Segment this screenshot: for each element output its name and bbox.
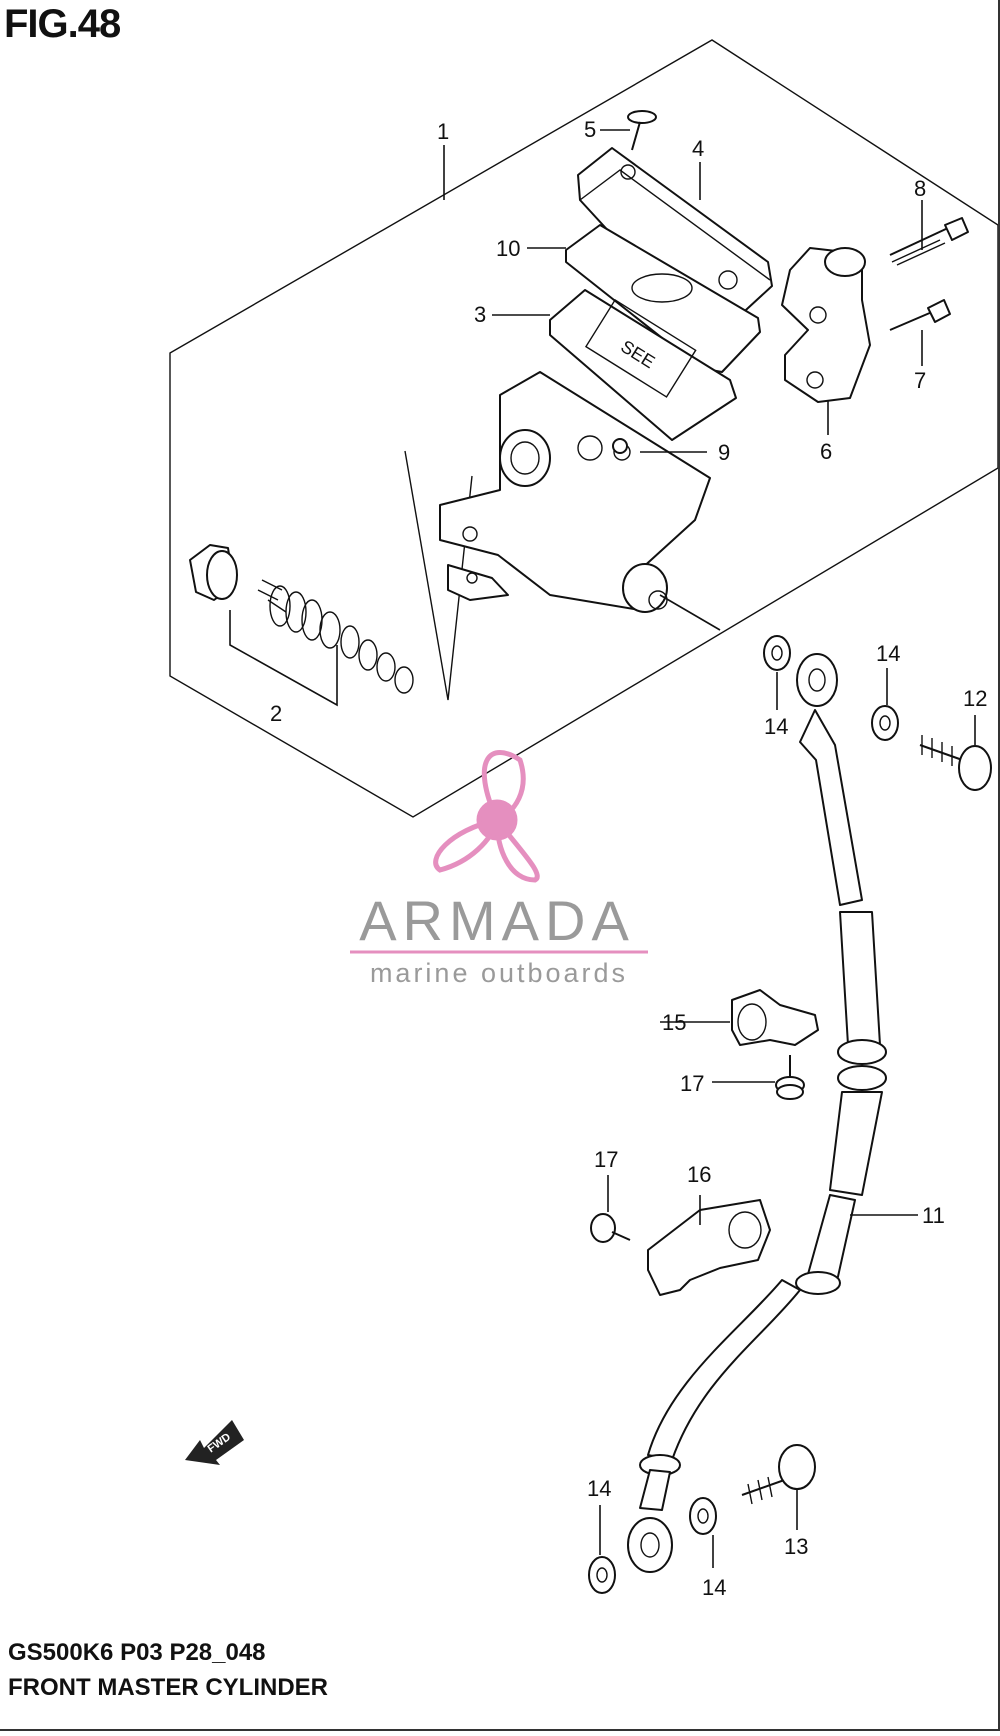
reservoir-cap xyxy=(577,147,773,321)
callout-12: 12 xyxy=(963,686,987,711)
watermark-brand: ARMADA xyxy=(359,889,635,952)
callout-14-upper-right: 14 xyxy=(876,641,900,666)
callout-11: 11 xyxy=(922,1203,945,1228)
callout-14-lower-left: 14 xyxy=(587,1476,611,1501)
screw-5 xyxy=(627,110,657,151)
forward-arrow: FWD xyxy=(185,1420,244,1465)
callout-14-upper-left: 14 xyxy=(764,714,788,739)
brake-hose-middle xyxy=(829,911,887,1196)
washer-14-upper-left xyxy=(763,635,791,671)
bolt-7 xyxy=(889,299,951,331)
leader-lines xyxy=(443,129,976,1568)
callout-2: 2 xyxy=(270,701,282,726)
piston-set xyxy=(189,544,414,707)
watermark: ARMADA marine outboards xyxy=(350,750,648,988)
callout-1: 1 xyxy=(437,119,449,144)
callout-17-lower: 17 xyxy=(594,1147,618,1172)
diaphragm: SEE xyxy=(549,289,737,441)
bolt-17-upper xyxy=(775,1055,805,1100)
callout-13: 13 xyxy=(784,1534,808,1559)
banjo-bolt-12 xyxy=(919,735,992,791)
clip-9 xyxy=(612,438,628,454)
watermark-propeller-icon xyxy=(433,750,540,883)
washer-14-lower-right xyxy=(689,1497,717,1535)
callout-17-upper: 17 xyxy=(680,1071,704,1096)
brake-hose-upper xyxy=(796,653,863,906)
figure-code: GS500K6 P03 P28_048 xyxy=(8,1639,266,1666)
figure-title: FIG.48 xyxy=(4,2,121,46)
callout-15: 15 xyxy=(662,1010,686,1035)
callout-16: 16 xyxy=(687,1162,711,1187)
diaphragm-plate xyxy=(565,224,761,373)
callout-3: 3 xyxy=(474,302,486,327)
washer-14-upper-right xyxy=(871,705,899,741)
brake-hose-lower xyxy=(627,1194,856,1573)
banjo-bolt-13 xyxy=(741,1444,816,1505)
watermark-tagline: marine outboards xyxy=(370,958,628,988)
hose-clamp-15 xyxy=(731,989,819,1046)
callout-5: 5 xyxy=(584,117,596,142)
bottom-border xyxy=(0,1729,1000,1731)
callouts: 1 2 3 4 5 6 7 8 9 10 11 12 13 14 14 14 1… xyxy=(270,117,987,1600)
master-cylinder-body xyxy=(439,371,711,613)
right-border xyxy=(998,0,1000,1731)
callout-10: 10 xyxy=(496,236,520,261)
bolt-17-lower xyxy=(590,1213,631,1243)
bracket-16 xyxy=(647,1199,771,1296)
handlebar-clamp xyxy=(781,247,871,403)
callout-4: 4 xyxy=(692,136,704,161)
callout-6: 6 xyxy=(820,439,832,464)
subframe-outline xyxy=(404,450,473,701)
callout-8: 8 xyxy=(914,176,926,201)
bolt-8 xyxy=(889,217,969,266)
callout-14-lower-right: 14 xyxy=(702,1575,726,1600)
washer-14-lower-left xyxy=(588,1556,616,1594)
callout-7: 7 xyxy=(914,368,926,393)
callout-9: 9 xyxy=(718,440,730,465)
figure-name: FRONT MASTER CYLINDER xyxy=(8,1674,328,1701)
